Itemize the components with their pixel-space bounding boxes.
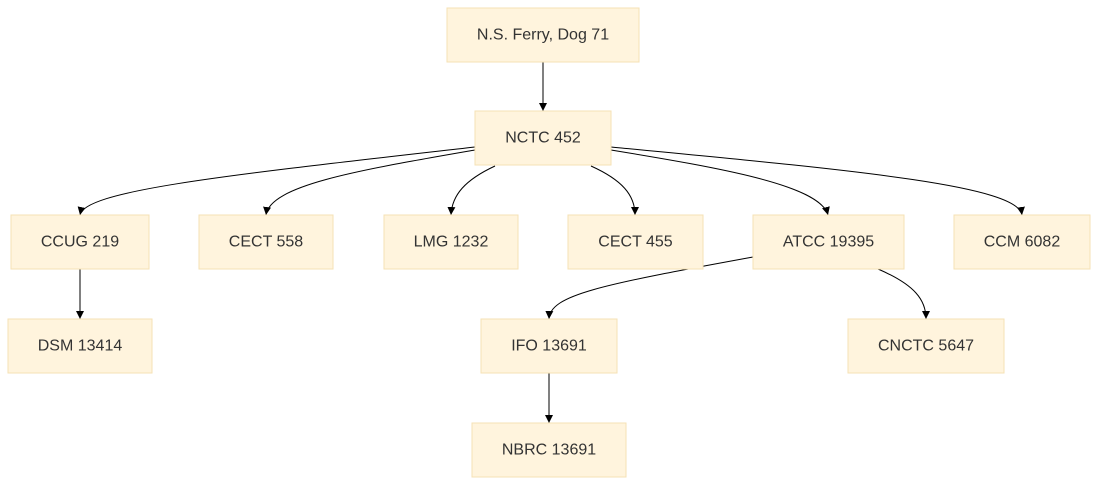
node-cnctc5647: CNCTC 5647 bbox=[847, 318, 1005, 374]
node-box bbox=[471, 422, 627, 478]
node-label: CNCTC 5647 bbox=[878, 338, 974, 355]
edge-arrow bbox=[610, 149, 830, 216]
edge-arrow bbox=[447, 165, 496, 216]
node-cect558: CECT 558 bbox=[198, 214, 334, 270]
node-label: NCTC 452 bbox=[505, 130, 581, 147]
node-label: N.S. Ferry, Dog 71 bbox=[477, 27, 609, 44]
edge-nctc452-to-ccug219 bbox=[77, 146, 476, 216]
node-box bbox=[7, 318, 153, 374]
node-ifo13691: IFO 13691 bbox=[480, 318, 618, 374]
edge-atcc19395-to-cnctc5647 bbox=[877, 268, 930, 320]
node-box bbox=[752, 214, 905, 270]
node-box bbox=[847, 318, 1005, 374]
edge-arrow bbox=[877, 268, 930, 320]
node-label: ATCC 19395 bbox=[783, 234, 874, 251]
node-label: DSM 13414 bbox=[38, 338, 123, 355]
edge-arrow bbox=[77, 146, 476, 216]
node-nctc452: NCTC 452 bbox=[474, 110, 612, 166]
node-label: CECT 558 bbox=[229, 234, 304, 251]
node-label: CCUG 219 bbox=[41, 234, 119, 251]
node-cect455: CECT 455 bbox=[567, 214, 704, 270]
edge-nctc452-to-ccm6082 bbox=[610, 146, 1025, 216]
edge-arrow bbox=[263, 149, 476, 216]
node-nbrc13691: NBRC 13691 bbox=[471, 422, 627, 478]
edge-nctc452-to-cect455 bbox=[590, 165, 639, 216]
node-ccug219: CCUG 219 bbox=[10, 214, 150, 270]
node-box bbox=[567, 214, 704, 270]
node-atcc19395: ATCC 19395 bbox=[752, 214, 905, 270]
edge-nctc452-to-atcc19395 bbox=[610, 149, 830, 216]
node-box bbox=[480, 318, 618, 374]
edge-nctc452-to-lmg1232 bbox=[447, 165, 496, 216]
node-box bbox=[383, 214, 519, 270]
edge-arrow bbox=[590, 165, 639, 216]
node-label: LMG 1232 bbox=[414, 234, 489, 251]
node-label: CCM 6082 bbox=[984, 234, 1061, 251]
node-label: CECT 455 bbox=[598, 234, 673, 251]
node-box bbox=[474, 110, 612, 166]
node-ccm6082: CCM 6082 bbox=[953, 214, 1091, 270]
edge-nctc452-to-cect558 bbox=[263, 149, 476, 216]
node-box bbox=[446, 7, 640, 63]
edge-arrow bbox=[610, 146, 1025, 216]
node-lmg1232: LMG 1232 bbox=[383, 214, 519, 270]
node-root: N.S. Ferry, Dog 71 bbox=[446, 7, 640, 63]
node-label: NBRC 13691 bbox=[502, 442, 596, 459]
node-box bbox=[10, 214, 150, 270]
node-dsm13414: DSM 13414 bbox=[7, 318, 153, 374]
node-label: IFO 13691 bbox=[511, 338, 587, 355]
node-box bbox=[953, 214, 1091, 270]
node-box bbox=[198, 214, 334, 270]
